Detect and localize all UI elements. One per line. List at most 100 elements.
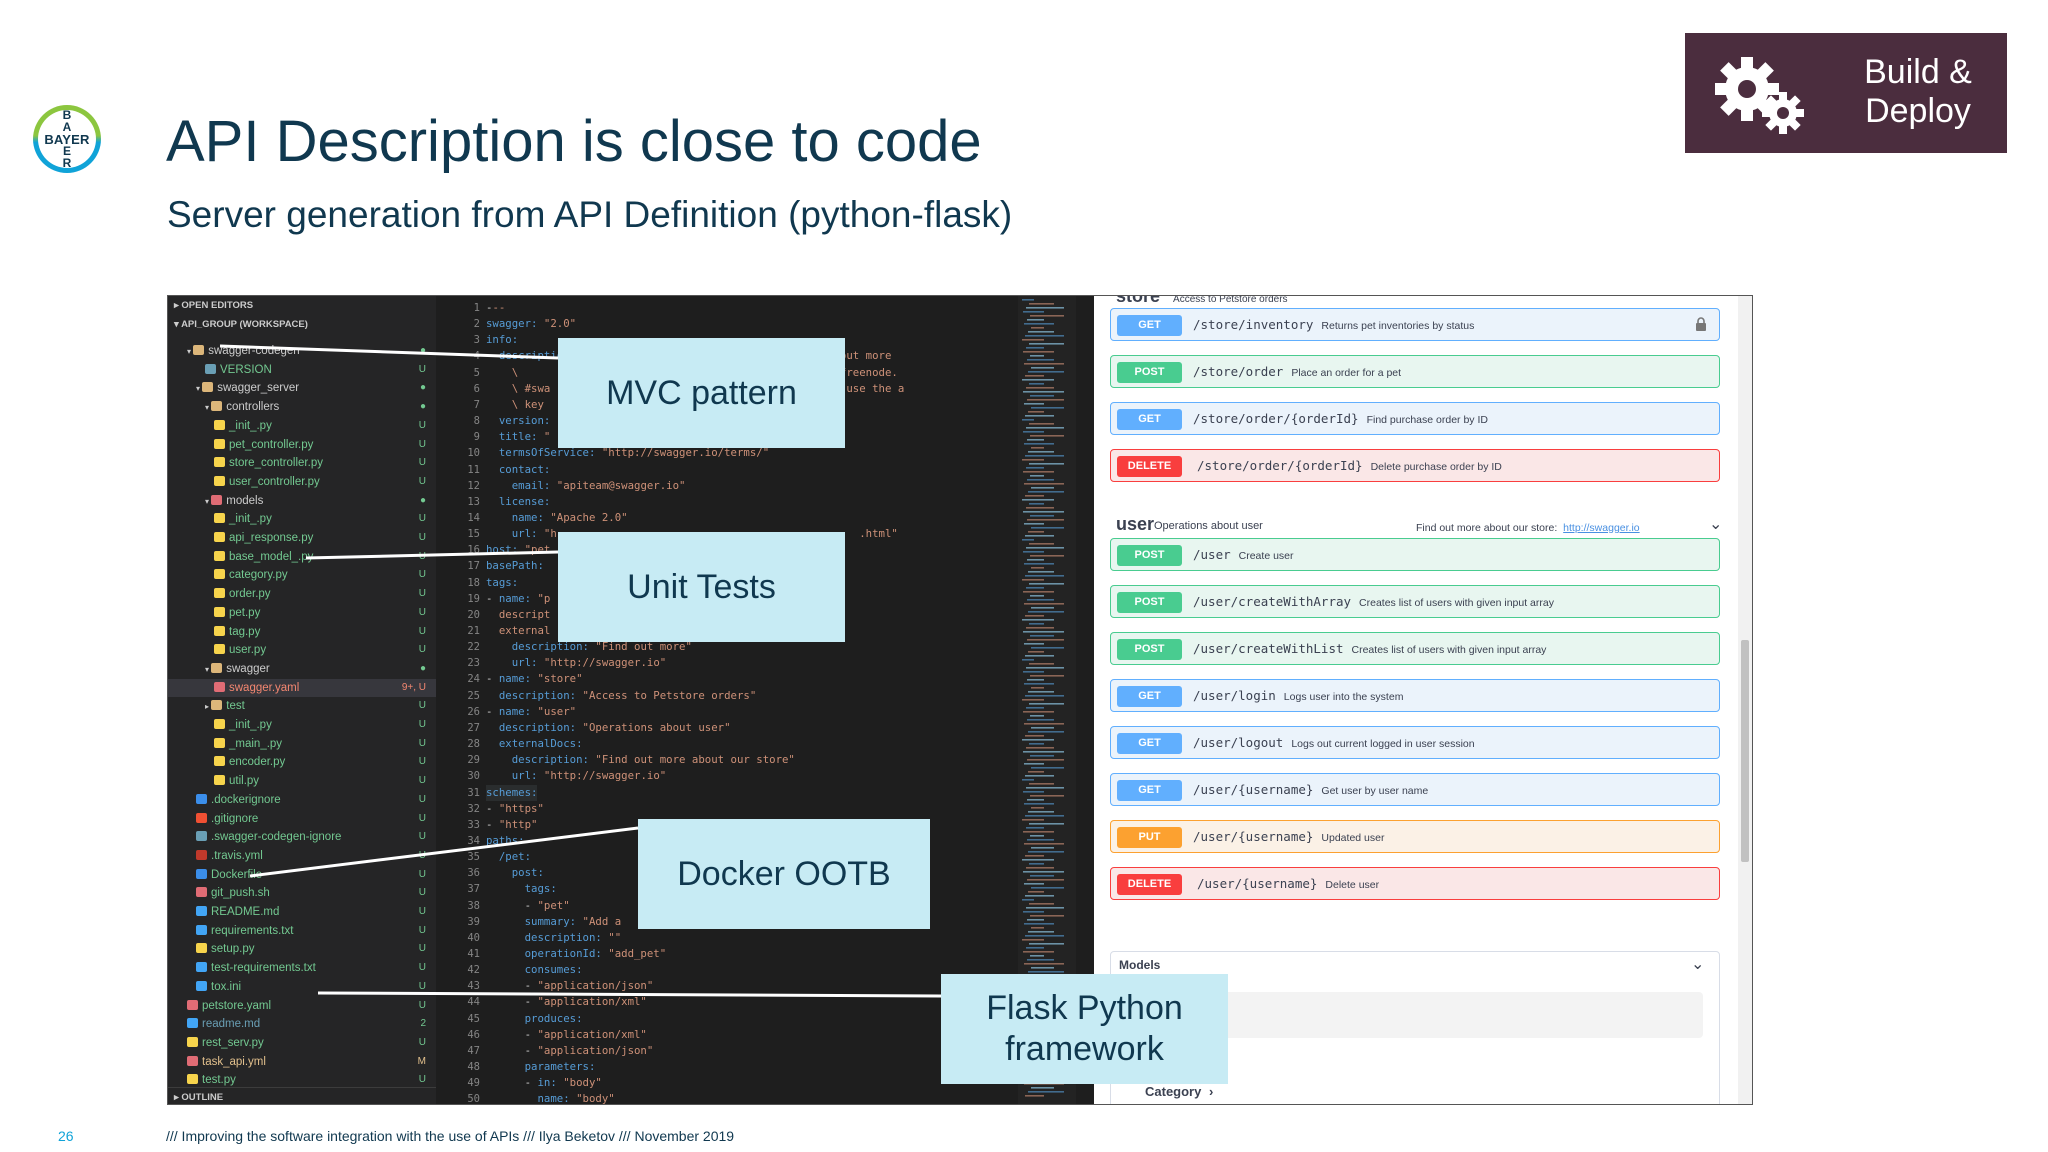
minimap-line	[1027, 759, 1064, 761]
minimap-line	[1027, 359, 1054, 361]
minimap-line	[1022, 299, 1034, 301]
file-tree-label: user_controller.py	[229, 475, 320, 488]
operation-delete[interactable]: DELETE/store/order/{orderId}Delete purch…	[1110, 449, 1720, 482]
models-chevron-icon[interactable]: ⌄	[1691, 956, 1705, 973]
minimap-line	[1022, 899, 1034, 901]
file-tree-item[interactable]: ▾ swagger●	[168, 660, 436, 679]
minimap-line	[1026, 627, 1054, 629]
file-explorer: ▸ OPEN EDITORS ▾ API_GROUP (WORKSPACE) ▾…	[168, 296, 436, 1104]
workspace-header[interactable]: ▾ API_GROUP (WORKSPACE)	[174, 319, 308, 330]
file-tree-item[interactable]: ▾ swagger_server●	[168, 379, 436, 398]
minimap-line	[1031, 367, 1054, 369]
minimap-line	[1029, 303, 1054, 305]
outline-header[interactable]: ▸ OUTLINE	[168, 1087, 436, 1104]
operation-path: /store/order/{orderId}	[1193, 411, 1359, 426]
operation-path: /store/order	[1193, 364, 1284, 379]
minimap-line	[1025, 775, 1054, 777]
file-tree-label: petstore.yaml	[202, 999, 272, 1012]
file-tree-item[interactable]: ▾ models●	[168, 492, 436, 511]
chevron-down-icon[interactable]: ⌄	[1709, 516, 1723, 533]
minimap-line	[1029, 543, 1054, 545]
scrollbar-thumb[interactable]	[1741, 640, 1749, 862]
minimap-line	[1028, 851, 1064, 853]
operation-get[interactable]: GET/store/order/{orderId}Find purchase o…	[1110, 402, 1720, 435]
store-section-heading[interactable]: store Access to Petstore orders	[1116, 295, 1288, 306]
code-line: operationId: "add_pet"	[524, 947, 667, 960]
file-tree-label: git_push.sh	[211, 887, 270, 900]
open-editors-header[interactable]: ▸ OPEN EDITORS	[174, 300, 254, 311]
operation-delete[interactable]: DELETE/user/{username}Delete user	[1110, 867, 1720, 900]
minimap-line	[1030, 835, 1044, 837]
git-status-badge: 9+, U	[401, 681, 426, 693]
file-tree-label: .gitignore	[211, 812, 259, 825]
minimap-line	[1028, 651, 1044, 653]
operation-summary: Creates list of users with given input a…	[1351, 644, 1547, 656]
minimap-line	[1030, 435, 1064, 437]
minimap-line	[1029, 583, 1064, 585]
code-line: - "application/xml"	[486, 1027, 647, 1041]
model-item-category[interactable]: Category ›	[1145, 1084, 1214, 1099]
file-tree-item[interactable]: ▾ controllers●	[168, 398, 436, 417]
minimap[interactable]	[1018, 296, 1076, 1104]
minimap-line	[1022, 779, 1034, 781]
lock-icon[interactable]	[1695, 317, 1707, 331]
minimap-line	[1031, 567, 1044, 569]
swagger-scrollbar[interactable]	[1738, 296, 1752, 1104]
minimap-line	[1026, 347, 1044, 349]
swagger-io-link[interactable]: http://swagger.io	[1563, 522, 1640, 534]
operation-put[interactable]: PUT/user/{username}Updated user	[1110, 820, 1720, 853]
minimap-line	[1027, 439, 1044, 441]
minimap-line	[1031, 767, 1064, 769]
line-number: 43	[467, 980, 480, 993]
file-tree-label: pet.py	[229, 606, 261, 619]
file-tree-label: store_controller.py	[229, 457, 323, 470]
models-heading[interactable]: Models	[1119, 958, 1161, 972]
user-section-heading[interactable]: user	[1116, 514, 1155, 534]
minimap-line	[1028, 691, 1054, 693]
http-method-badge: POST	[1117, 592, 1182, 613]
operation-get[interactable]: GET/user/{username}Get user by user name	[1110, 773, 1720, 806]
code-line: parameters:	[524, 1060, 596, 1074]
minimap-line	[1024, 883, 1044, 885]
